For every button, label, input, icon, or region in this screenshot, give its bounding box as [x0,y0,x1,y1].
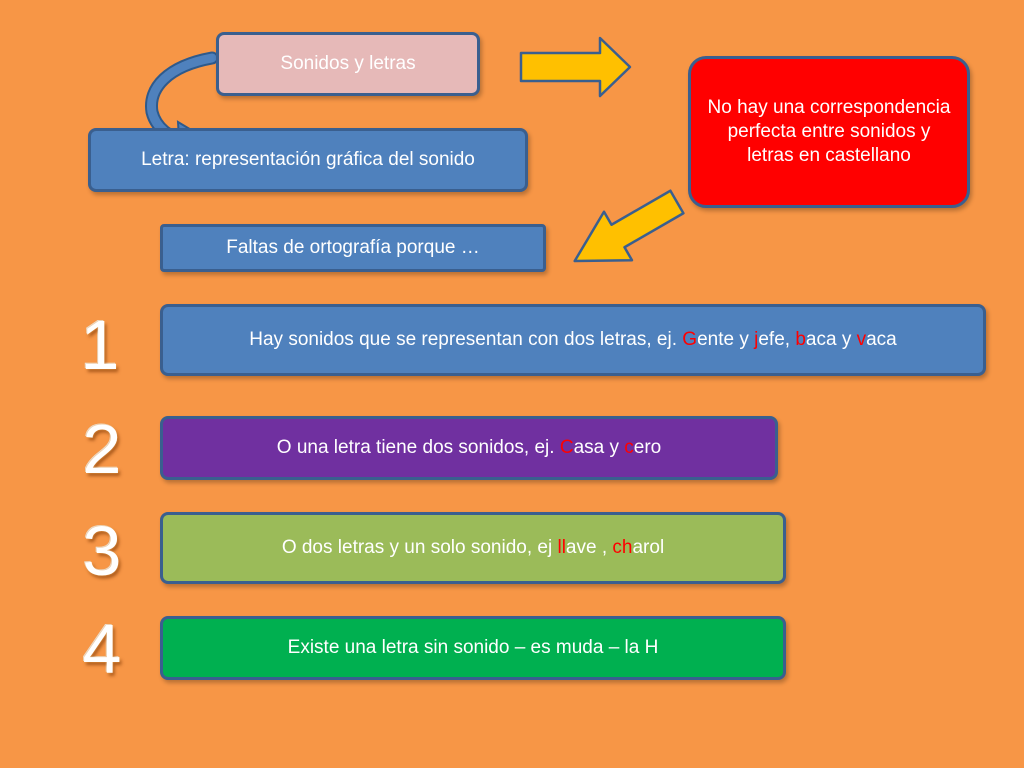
item-3-text: O dos letras y un solo sonido, ej llave … [281,537,665,559]
letra-definicion-text: Letra: representación gráfica del sonido [141,149,475,171]
item-3-box: O dos letras y un solo sonido, ej llave … [160,512,786,584]
item-4-box: Existe una letra sin sonido – es muda – … [160,616,786,680]
faltas-box: Faltas de ortografía porque … [160,224,546,272]
no-correspondencia-text: No hay una correspondencia perfecta entr… [707,97,951,166]
item-1-text: Hay sonidos que se representan con dos l… [249,329,897,351]
number-2: 2 [82,410,122,488]
item-1-box: Hay sonidos que se representan con dos l… [160,304,986,376]
number-1: 1 [80,306,120,384]
right-arrow-icon [519,36,632,98]
sonidos-letras-box: Sonidos y letras [216,32,480,96]
sonidos-letras-text: Sonidos y letras [280,53,416,75]
letra-definicion-box: Letra: representación gráfica del sonido [88,128,528,192]
item-2-box: O una letra tiene dos sonidos, ej. Casa … [160,416,778,480]
down-left-arrow-icon [573,189,685,263]
item-4-text: Existe una letra sin sonido – es muda – … [287,637,659,659]
item-2-text: O una letra tiene dos sonidos, ej. Casa … [276,437,662,459]
number-4: 4 [82,610,122,688]
faltas-text: Faltas de ortografía porque … [226,237,480,259]
no-correspondencia-box: No hay una correspondencia perfecta entr… [688,56,970,208]
number-3: 3 [82,512,122,590]
